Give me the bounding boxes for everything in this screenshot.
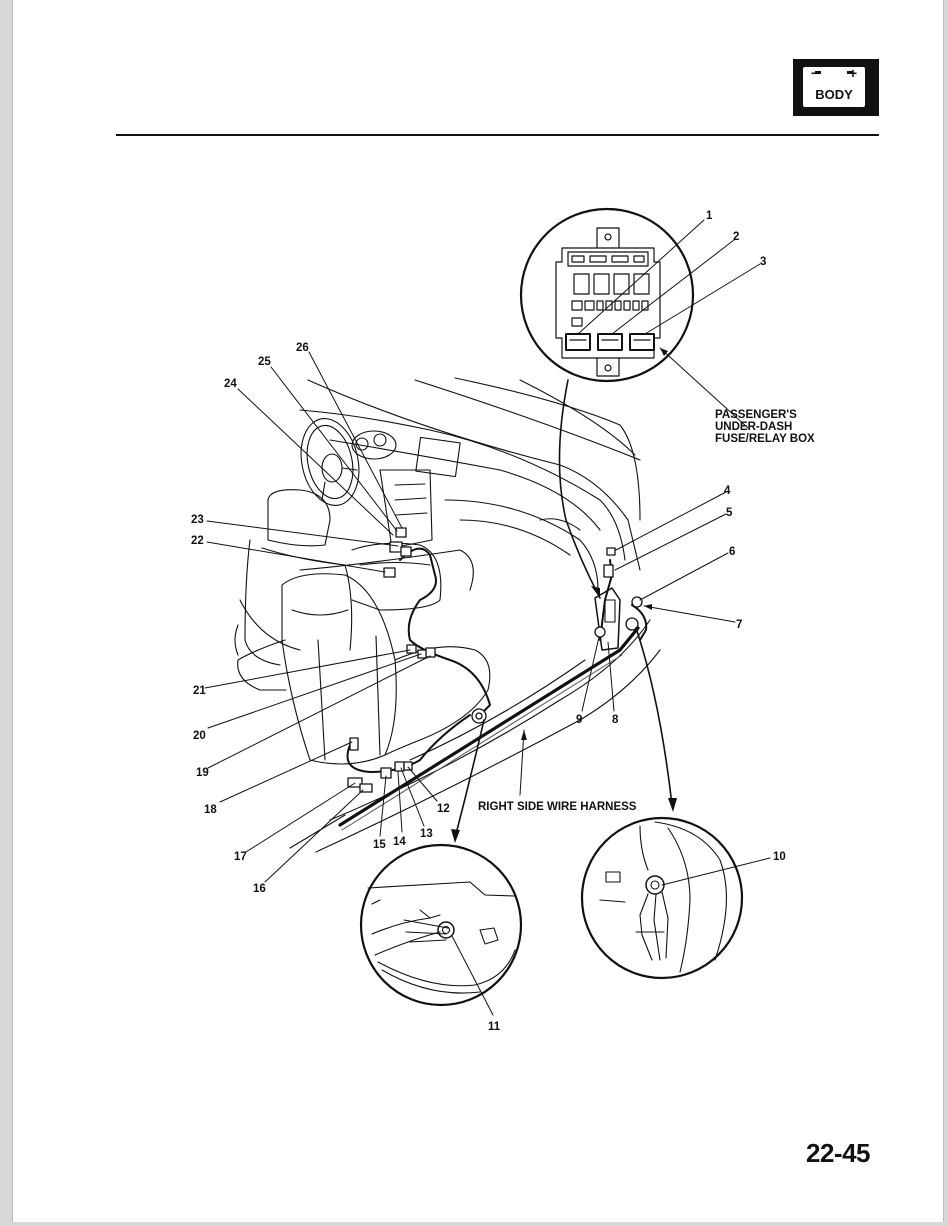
minus-sign: − <box>811 65 820 81</box>
callout-8: 8 <box>612 714 619 726</box>
leader-lines <box>204 219 771 1016</box>
arrowhead <box>451 829 460 843</box>
wire-harness-drawing <box>338 544 648 831</box>
battery-terminal <box>815 71 821 74</box>
callout-9: 9 <box>576 714 582 726</box>
ground-10-drawing <box>599 821 727 973</box>
fuse-box-label-line-1: PASSENGER'S <box>715 409 797 421</box>
header-rule <box>116 134 879 136</box>
fuse-box-label-line-3: FUSE/RELAY BOX <box>715 433 815 445</box>
fuse-box-label-line-2: UNDER-DASH <box>715 421 792 433</box>
arrowhead <box>591 586 600 598</box>
callout-25: 25 <box>258 356 271 368</box>
callout-11: 11 <box>488 1021 501 1033</box>
callout-15: 15 <box>373 839 386 851</box>
callout-22: 22 <box>191 535 204 547</box>
callout-numbers: 1 2 3 4 5 6 7 8 9 10 11 12 13 14 15 16 1… <box>191 210 786 1033</box>
fuse-box-detail-circle <box>519 207 695 383</box>
leader-arrowheads <box>521 348 668 740</box>
harness-label: RIGHT SIDE WIRE HARNESS <box>478 801 637 813</box>
section-label: BODY <box>815 87 853 102</box>
callout-4: 4 <box>724 485 731 497</box>
diagram-labels: PASSENGER'S UNDER-DASH FUSE/RELAY BOX RI… <box>478 409 815 813</box>
callout-20: 20 <box>193 730 206 742</box>
detail-arrows <box>454 379 673 839</box>
callout-14: 14 <box>393 836 406 848</box>
manual-page <box>12 0 944 1222</box>
vehicle-interior-drawing <box>234 377 661 853</box>
ground-11-detail-circle <box>359 843 523 1007</box>
callout-18: 18 <box>204 804 217 816</box>
callout-2: 2 <box>733 231 739 243</box>
callout-24: 24 <box>224 378 237 390</box>
callout-12: 12 <box>437 803 450 815</box>
ground-10-detail-circle <box>580 816 744 980</box>
ground-11-drawing <box>367 881 516 994</box>
callout-23: 23 <box>191 514 204 526</box>
callout-26: 26 <box>296 342 309 354</box>
callout-17: 17 <box>234 851 247 863</box>
connector-markers <box>347 527 643 793</box>
arrowhead <box>668 798 677 812</box>
callout-16: 16 <box>253 883 266 895</box>
callout-19: 19 <box>196 767 209 779</box>
fuse-box-drawing <box>555 227 661 377</box>
callout-7: 7 <box>736 619 742 631</box>
callout-10: 10 <box>773 851 786 863</box>
callout-1: 1 <box>706 210 713 222</box>
callout-5: 5 <box>726 507 733 519</box>
page-number: 22-45 <box>806 1138 871 1168</box>
callout-3: 3 <box>760 256 766 268</box>
battery-terminal <box>847 71 853 74</box>
plus-sign: + <box>848 65 857 81</box>
section-badge: − + BODY <box>793 59 879 116</box>
callout-21: 21 <box>193 685 206 697</box>
callout-13: 13 <box>420 828 433 840</box>
callout-6: 6 <box>729 546 735 558</box>
battery-icon: − + BODY <box>803 65 865 107</box>
